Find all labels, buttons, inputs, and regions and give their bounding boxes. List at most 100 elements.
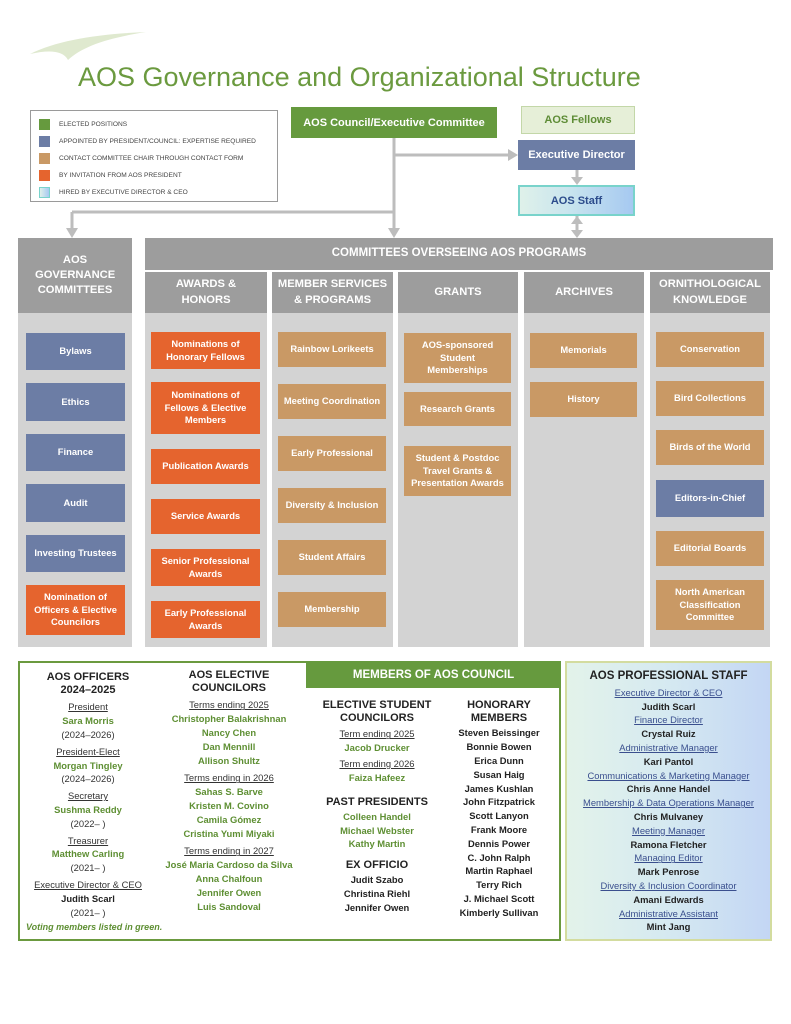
ornith-header-text: ORNITHOLOGICAL KNOWLEDGE	[659, 278, 761, 306]
archives-column	[524, 313, 644, 647]
committee-ethics[interactable]: Ethics	[26, 383, 125, 421]
legend-item-appointed: APPOINTED BY PRESIDENT/COUNCIL: EXPERTIS…	[39, 134, 256, 148]
staff-role: Meeting Manager	[632, 824, 705, 836]
councilor-name: Kristen M. Covino	[189, 799, 269, 811]
councilor-name: José Maria Cardoso da Silva	[165, 859, 293, 871]
staff-name: Chris Mulvaney	[633, 810, 704, 822]
committee-bylaws[interactable]: Bylaws	[26, 333, 125, 370]
councilor-name: Cristina Yumi Miyaki	[183, 827, 275, 839]
governance-committees-header: AOS GOVERNANCE COMMITTEES	[18, 238, 132, 313]
legend-item-contact: CONTACT COMMITTEE CHAIR THROUGH CONTACT …	[39, 151, 243, 165]
past-president-name: Kathy Martin	[348, 838, 406, 850]
committee-membership[interactable]: Membership	[278, 592, 386, 627]
officer-term: (2022– )	[70, 817, 106, 829]
honorary-member-name: Erica Dunn	[474, 754, 524, 766]
committee-bird-collections[interactable]: Bird Collections	[656, 381, 764, 416]
legend-label: APPOINTED BY PRESIDENT/COUNCIL: EXPERTIS…	[59, 137, 256, 145]
ex-officio-name: Judit Szabo	[350, 874, 404, 886]
voting-note: Voting members listed in green.	[26, 922, 163, 932]
staff-name: Kari Pantol	[643, 755, 694, 767]
committee-early-professional-awards[interactable]: Early Professional Awards	[151, 601, 260, 638]
term-label: Term ending 2025	[339, 728, 415, 740]
staff-role: Managing Editor	[634, 852, 703, 864]
council-executive-committee-box: AOS Council/Executive Committee	[291, 107, 497, 138]
committee-student-affairs[interactable]: Student Affairs	[278, 540, 386, 575]
committee-honorary-fellows[interactable]: Nominations of Honorary Fellows	[151, 332, 260, 369]
officer-name: Judith Scarl	[61, 892, 115, 904]
committee-sponsored-memberships[interactable]: AOS-sponsored Student Memberships	[404, 333, 511, 383]
committee-publication-awards[interactable]: Publication Awards	[151, 449, 260, 484]
legend-label: HIRED BY EXECUTIVE DIRECTOR & CEO	[59, 188, 188, 196]
officer-term: (2021– )	[70, 862, 106, 874]
student-councilors-header: ELECTIVE STUDENT COUNCILORS	[322, 699, 432, 725]
committee-nomination-officers[interactable]: Nomination of Officers & Elective Counci…	[26, 585, 125, 635]
committee-memorials[interactable]: Memorials	[530, 333, 637, 368]
past-presidents-header: PAST PRESIDENTS	[326, 795, 428, 808]
committee-travel-grants[interactable]: Student & Postdoc Travel Grants & Presen…	[404, 446, 511, 496]
committee-service-awards[interactable]: Service Awards	[151, 499, 260, 534]
ex-officio-name: Jennifer Owen	[344, 901, 410, 913]
officer-term: (2024–2026)	[61, 773, 115, 785]
honorary-member-name: C. John Ralph	[467, 851, 531, 863]
committee-senior-professional-awards[interactable]: Senior Professional Awards	[151, 549, 260, 586]
committee-rainbow-lorikeets[interactable]: Rainbow Lorikeets	[278, 332, 386, 367]
officer-name: Morgan Tingley	[53, 759, 123, 771]
honorary-member-name: Susan Haig	[473, 768, 525, 780]
staff-name: Mint Jang	[646, 921, 691, 933]
term-label: Terms ending in 2027	[184, 845, 274, 857]
honorary-member-name: Dennis Power	[468, 837, 530, 849]
ex-officio-header: EX OFFICIO	[345, 859, 409, 872]
officer-role: President	[68, 701, 108, 713]
councilor-name: Anna Chalfoun	[195, 872, 263, 884]
staff-role: Communications & Marketing Manager	[587, 769, 750, 781]
term-label: Terms ending 2025	[189, 699, 269, 711]
committee-finance[interactable]: Finance	[26, 434, 125, 471]
legend-label: CONTACT COMMITTEE CHAIR THROUGH CONTACT …	[59, 154, 244, 162]
officer-role: Secretary	[67, 790, 109, 802]
officers-header: AOS OFFICERS 2024–2025	[46, 671, 130, 697]
committee-editors-in-chief[interactable]: Editors-in-Chief	[656, 480, 764, 517]
legend-swatch	[39, 169, 50, 181]
term-label: Term ending 2026	[339, 757, 415, 769]
officer-name: Matthew Carling	[51, 848, 125, 860]
committee-audit[interactable]: Audit	[26, 484, 125, 522]
officer-term: (2021– )	[70, 906, 106, 918]
staff-name: Chris Anne Handel	[626, 783, 711, 795]
committee-north-american-classification[interactable]: North American Classification Committee	[656, 580, 764, 630]
committee-birds-of-the-world[interactable]: Birds of the World	[656, 430, 764, 465]
committee-editorial-boards[interactable]: Editorial Boards	[656, 531, 764, 566]
committee-history[interactable]: History	[530, 382, 637, 417]
officer-term: (2024–2026)	[61, 728, 115, 740]
councilor-name: Allison Shultz	[198, 754, 260, 766]
ornithological-knowledge-header: ORNITHOLOGICAL KNOWLEDGE	[650, 272, 770, 313]
staff-name: Judith Scarl	[641, 700, 696, 712]
legend-item-invitation: BY INVITATION FROM AOS PRESIDENT	[39, 168, 182, 182]
officer-role: Treasurer	[67, 834, 109, 846]
legend-label: ELECTED POSITIONS	[59, 120, 128, 128]
honorary-members-header: HONORARY MEMBERS	[467, 699, 531, 725]
honorary-member-name: Terry Rich	[476, 879, 522, 891]
grants-header: GRANTS	[398, 272, 518, 313]
staff-role: Membership & Data Operations Manager	[583, 797, 754, 809]
committee-fellows-elective[interactable]: Nominations of Fellows & Elective Member…	[151, 382, 260, 434]
committee-conservation[interactable]: Conservation	[656, 332, 764, 367]
councilor-name: Sahas S. Barve	[195, 786, 263, 798]
term-label: Terms ending in 2026	[184, 772, 274, 784]
elective-councilors-section: AOS ELECTIVE COUNCILORS Terms ending 202…	[158, 669, 300, 913]
committee-meeting-coordination[interactable]: Meeting Coordination	[278, 384, 386, 419]
officer-role: Executive Director & CEO	[34, 878, 142, 890]
professional-staff-panel: AOS PROFESSIONAL STAFF Executive Directo…	[565, 661, 772, 941]
governance-header-text: AOS GOVERNANCE COMMITTEES	[35, 253, 116, 297]
legend-label: BY INVITATION FROM AOS PRESIDENT	[59, 171, 182, 179]
committee-research-grants[interactable]: Research Grants	[404, 392, 511, 426]
committee-diversity-inclusion[interactable]: Diversity & Inclusion	[278, 488, 386, 523]
councilor-name: Christopher Balakrishnan	[171, 713, 287, 725]
member-services-column	[272, 313, 393, 647]
committee-investing-trustees[interactable]: Investing Trustees	[26, 535, 125, 572]
committee-early-professional[interactable]: Early Professional	[278, 436, 386, 471]
past-president-name: Michael Webster	[340, 824, 414, 836]
honorary-member-name: Steven Beissinger	[458, 727, 540, 739]
programs-header: COMMITTEES OVERSEEING AOS PROGRAMS	[145, 238, 773, 270]
officer-name: Sara Morris	[62, 715, 114, 727]
staff-name: Mark Penrose	[637, 866, 700, 878]
